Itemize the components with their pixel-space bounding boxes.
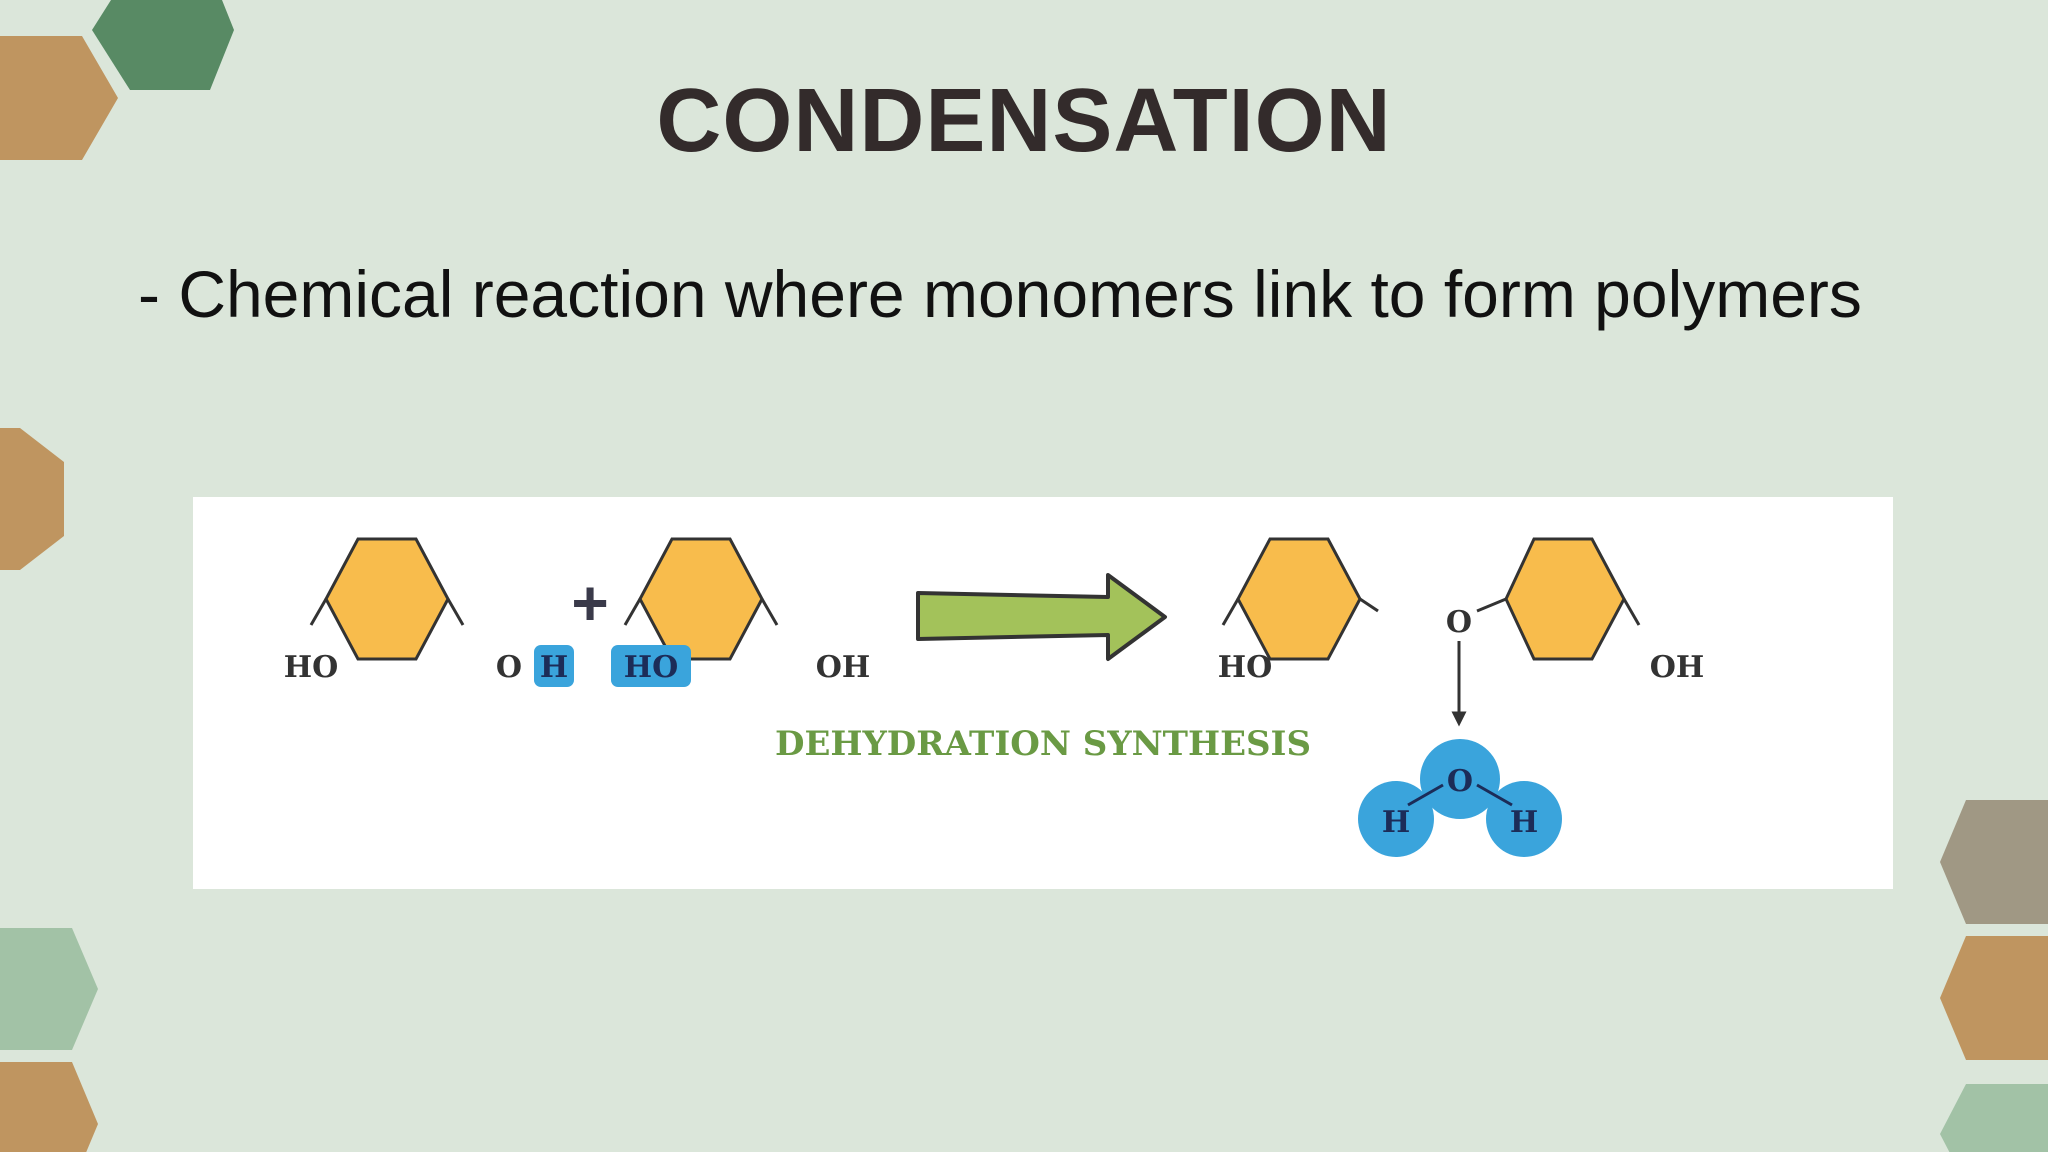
product-right-bond xyxy=(1622,598,1641,626)
monomer-2-ho-label: HO xyxy=(624,650,678,685)
monomer-1: HO O H xyxy=(284,537,574,687)
monomer-1-o-label: O xyxy=(496,650,522,685)
dehydration-synthesis-diagram: HO O H + HO OH HO O OH xyxy=(193,497,1893,889)
product-ring-right xyxy=(1504,537,1626,661)
water-bond-left xyxy=(1407,783,1444,807)
water-o-label: O xyxy=(1447,764,1473,799)
product-left-bond xyxy=(1221,598,1240,626)
deco-hexagon-tan-right xyxy=(1940,936,2048,1060)
deco-hexagon-sage-right xyxy=(1940,1084,2048,1152)
diagram-caption: DEHYDRATION SYNTHESIS xyxy=(775,724,1311,764)
monomer-1-left-bond xyxy=(309,598,328,626)
slide-title: CONDENSATION xyxy=(656,71,1392,171)
water-bond-right xyxy=(1476,783,1513,807)
slide-bullet-text: - Chemical reaction where monomers link … xyxy=(138,257,1862,331)
monomer-2-oh-label: OH xyxy=(816,650,870,685)
water-molecule: O H H xyxy=(1358,739,1562,857)
plus-sign: + xyxy=(571,567,608,639)
monomer-1-right-bond xyxy=(446,598,465,626)
product-ho-label: HO xyxy=(1218,650,1272,685)
deco-hexagon-taupe-right xyxy=(1940,800,2048,924)
monomer-1-h-label: H xyxy=(540,650,568,685)
reaction-arrow xyxy=(916,573,1167,661)
deco-hexagon-green xyxy=(92,0,234,90)
product-polymer: HO O OH xyxy=(1218,537,1704,685)
water-h-right-label: H xyxy=(1510,805,1538,840)
product-bridge-o-label: O xyxy=(1446,605,1472,640)
monomer-2-ho-highlight xyxy=(611,645,691,687)
deco-hexagon-tan-top xyxy=(0,36,118,160)
monomer-1-ho-label: HO xyxy=(284,650,338,685)
monomer-2-left-bond xyxy=(623,598,642,626)
deco-hexagon-tan-mid xyxy=(0,428,64,570)
monomer-2-right-bond xyxy=(760,598,779,626)
product-bridge-bond-right xyxy=(1476,597,1507,613)
monomer-2-ring xyxy=(638,537,764,661)
monomer-2: HO OH xyxy=(611,537,870,687)
water-h-left-label: H xyxy=(1382,805,1410,840)
monomer-1-ring xyxy=(324,537,450,661)
deco-hexagon-sage-left xyxy=(0,928,98,1050)
product-bridge-bond-left xyxy=(1359,597,1379,613)
product-oh-label: OH xyxy=(1650,650,1704,685)
monomer-1-h-highlight xyxy=(534,645,574,687)
product-ring-left xyxy=(1236,537,1362,661)
deco-hexagon-tan-bottom-left xyxy=(0,1062,98,1152)
water-o-atom xyxy=(1420,739,1500,819)
